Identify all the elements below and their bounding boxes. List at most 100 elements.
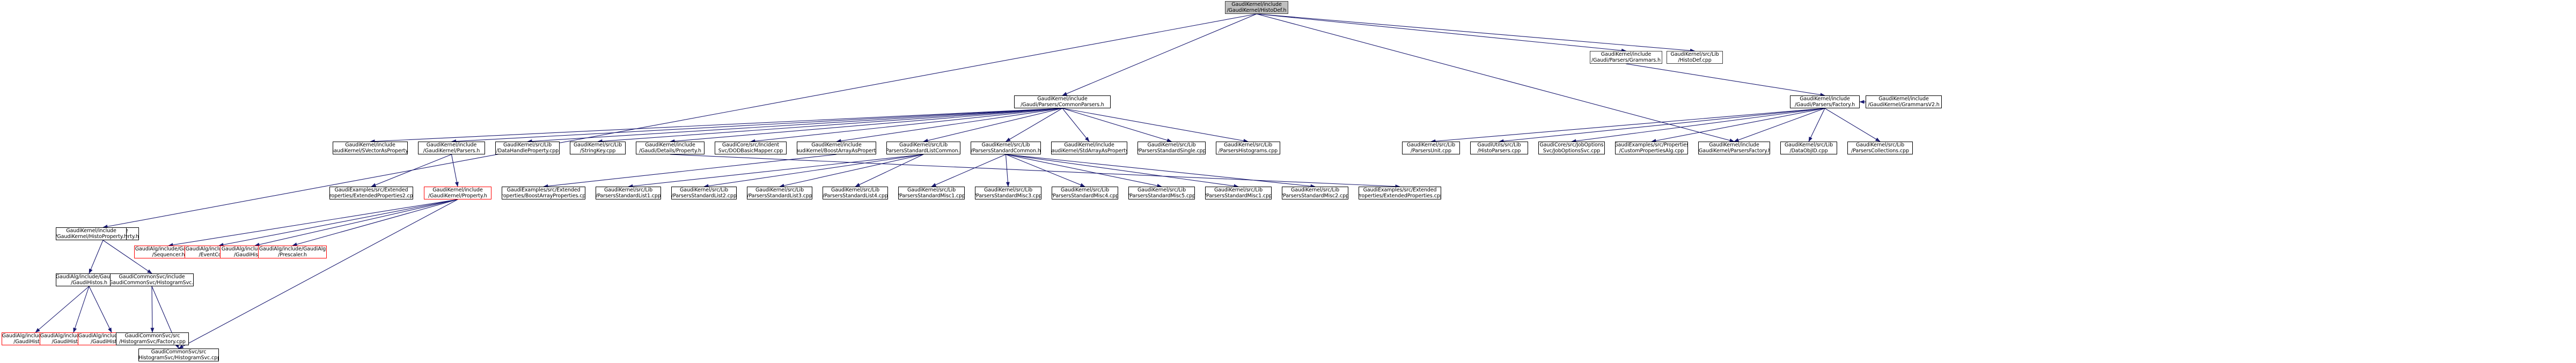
node-label-line1: GaudiKernel/include <box>645 142 695 148</box>
graph-node[interactable]: GaudiKernel/include/GaudiKernel/Property… <box>424 187 491 199</box>
node-label-line2: /ParsersStandardMisc5.cpp <box>1128 193 1195 199</box>
node-label-line1: GaudiCommonSvc/include <box>119 274 185 280</box>
graph-node[interactable]: GaudiKernel/include/GaudiKernel/HistoPro… <box>56 227 127 240</box>
graph-node[interactable]: GaudiKernel/include/Gaudi/Parsers/Common… <box>1014 95 1111 108</box>
node-label-line2: /CustomPropertiesAlg.cpp <box>1619 148 1684 154</box>
graph-edge <box>1256 13 1695 53</box>
graph-node[interactable]: GaudiKernel/src/Lib/ParsersStandardList4… <box>823 187 888 199</box>
graph-node[interactable]: GaudiKernel/src/Lib/ParsersStandardList3… <box>747 187 812 199</box>
node-label-line1: GaudiKernel/src/Lib <box>1214 187 1263 193</box>
graph-edge <box>1256 13 1735 143</box>
graph-edge <box>218 199 458 247</box>
graph-node[interactable]: GaudiKernel/src/Lib/ParsersStandardMisc2… <box>1282 187 1348 199</box>
graph-node[interactable]: GaudiKernel/src/Lib/ParsersStandardMisc4… <box>1052 187 1118 199</box>
node-label-line1: GaudiKernel/src/Lib <box>1670 51 1719 57</box>
graph-node[interactable]: GaudiKernel/src/Lib/ParsersStandardListC… <box>886 142 960 154</box>
node-label-line1: GaudiExamples/src/Properties <box>1615 142 1688 148</box>
node-label-line1: GaudiKernel/include <box>66 228 116 234</box>
node-label-line2: /GaudiKernel/Parsers.h <box>423 148 480 154</box>
node-label-line1: GaudiKernel/include <box>1601 51 1652 57</box>
graph-edge <box>703 154 924 188</box>
graph-node[interactable]: GaudiKernel/src/Lib/ParsersStandardMisc1… <box>898 187 965 199</box>
graph-node[interactable]: GaudiKernel/include/GaudiKernel/SVectorA… <box>333 142 408 154</box>
node-label-line1: GaudiKernel/src/Lib <box>1147 142 1196 148</box>
graph-edge <box>527 108 1063 143</box>
graph-edge <box>1256 13 1626 53</box>
graph-node[interactable]: GaudiKernel/include/Gaudi/Parsers/Factor… <box>1790 95 1860 108</box>
graph-edge <box>1006 154 1085 187</box>
graph-edge <box>836 108 1063 143</box>
graph-node[interactable]: GaudiKernel/src/Lib/ParsersStandardList1… <box>596 187 661 199</box>
graph-edge <box>628 154 924 188</box>
node-label-line1: GaudiKernel/include <box>1878 96 1929 102</box>
graph-edge <box>597 108 1063 143</box>
graph-node[interactable]: GaudiKernel/src/Lib/ParsersUnit.cpp <box>1402 142 1460 154</box>
node-label-line2: /ParsersStandardMisc4.cpp <box>1052 193 1118 199</box>
graph-edge <box>1062 108 1090 142</box>
graph-edge <box>1824 108 1881 142</box>
node-label-line1: GaudiKernel/include <box>1037 96 1088 102</box>
graph-node[interactable]: GaudiKernel/src/Lib/StringKey.cpp <box>570 142 626 154</box>
node-label-line1: GaudiKernel/include <box>1231 2 1282 8</box>
graph-node[interactable]: GaudiKernel/src/Lib/DataHandleProperty.c… <box>495 142 560 154</box>
node-label-line1: GaudiCore/src/Incident <box>722 142 780 148</box>
node-label-line1: GaudiAlg/include/GaudiAlg <box>2 333 69 339</box>
graph-node[interactable]: GaudiKernel/src/Lib/ParsersStandardList2… <box>671 187 737 199</box>
graph-edge <box>1499 108 1825 143</box>
graph-node[interactable]: GaudiKernel/src/Lib/ParsersStandardMisc5… <box>1128 187 1195 199</box>
node-label-line2: /GaudiKernel/Property.h <box>428 193 487 199</box>
graph-node[interactable]: GaudiKernel/src/Lib/ParsersStandardCommo… <box>971 142 1041 154</box>
node-label-line1: GaudiExamples/src/Extended <box>1363 187 1437 193</box>
graph-node[interactable]: GaudiKernel/src/Lib/DataObjID.cpp <box>1780 142 1837 154</box>
node-label-line1: GaudiKernel/src/Lib <box>573 142 622 148</box>
graph-node[interactable]: GaudiCommonSvc/src/HistogramSvc/Histogra… <box>138 349 219 361</box>
graph-node[interactable]: GaudiKernel/include/GaudiKernel/ParsersF… <box>1698 142 1770 154</box>
graph-edge <box>779 154 924 188</box>
graph-edge <box>370 108 1063 144</box>
node-label-line1: GaudiKernel/src/Lib <box>831 187 880 193</box>
node-label-line2: /ParsersStandardMisc3.cpp <box>975 193 1041 199</box>
graph-node[interactable]: GaudiKernel/src/Lib/ParsersCollections.c… <box>1847 142 1913 154</box>
graph-node[interactable]: GaudiKernel/include/GaudiKernel/BoostArr… <box>797 142 876 154</box>
node-label-line1: GaudiKernel/include <box>811 142 862 148</box>
node-label-line2: Properties/BoostArrayProperties.cpp <box>502 193 585 199</box>
node-label-line1: GaudiKernel/src/Lib <box>899 142 948 148</box>
graph-node[interactable]: GaudiKernel/include/Gaudi/Details/Proper… <box>636 142 704 154</box>
graph-node[interactable]: GaudiCommonSvc/src/HistogramSvc/Factory.… <box>116 332 189 345</box>
graph-node-root[interactable]: GaudiKernel/include/GaudiKernel/HistoDef… <box>1225 1 1288 14</box>
node-label-line1: GaudiKernel/src/Lib <box>1060 187 1110 193</box>
graph-node[interactable]: GaudiKernel/src/Lib/ParsersStandardSingl… <box>1137 142 1206 154</box>
graph-node[interactable]: GaudiKernel/include/Gaudi/Parsers/Gramma… <box>1590 51 1662 64</box>
graph-node[interactable]: GaudiCommonSvc/include/GaudiCommonSvc/Hi… <box>110 273 194 286</box>
graph-node[interactable]: GaudiKernel/src/Lib/ParsersHistograms.cp… <box>1216 142 1280 154</box>
graph-edge <box>254 199 458 247</box>
node-label-line2: /ParsersHistograms.cpp <box>1218 148 1278 154</box>
graph-node[interactable]: GaudiKernel/src/Lib/ParsersStandardMisc1… <box>1205 187 1272 199</box>
graph-edge <box>1006 154 1239 188</box>
graph-node[interactable]: GaudiKernel/src/Lib/ParsersStandardMisc3… <box>975 187 1041 199</box>
graph-node[interactable]: GaudiKernel/include/GaudiKernel/Grammars… <box>1866 95 1942 108</box>
node-label-line1: GaudiKernel/src/Lib <box>1855 142 1905 148</box>
node-label-line1: GaudiAlg/include/GaudiAlg <box>221 246 289 252</box>
graph-edge <box>168 199 458 247</box>
graph-edge <box>1734 108 1825 142</box>
graph-node[interactable]: GaudiAlg/include/GaudiAlg/Prescaler.h <box>258 246 327 258</box>
graph-edge <box>1571 108 1825 143</box>
graph-node[interactable]: GaudiUtils/src/Lib/HistoParsers.cpp <box>1470 142 1528 154</box>
graph-node[interactable]: GaudiKernel/src/Lib/HistoDef.cpp <box>1667 51 1723 64</box>
graph-edge <box>371 154 452 187</box>
node-label-line2: /GaudiKernel/ParsersFactory.h <box>1698 148 1770 154</box>
graph-node[interactable]: GaudiKernel/include/GaudiKernel/Parsers.… <box>418 142 485 154</box>
node-label-line2: /ParsersStandardMisc1.cpp <box>898 193 965 199</box>
graph-node[interactable]: GaudiKernel/include/GaudiKernel/StdArray… <box>1051 142 1127 154</box>
node-label-line2: /GaudiHistoAlg.h <box>91 339 133 345</box>
graph-edge <box>670 154 1400 189</box>
graph-node[interactable]: GaudiExamples/src/Properties/CustomPrope… <box>1615 142 1688 154</box>
